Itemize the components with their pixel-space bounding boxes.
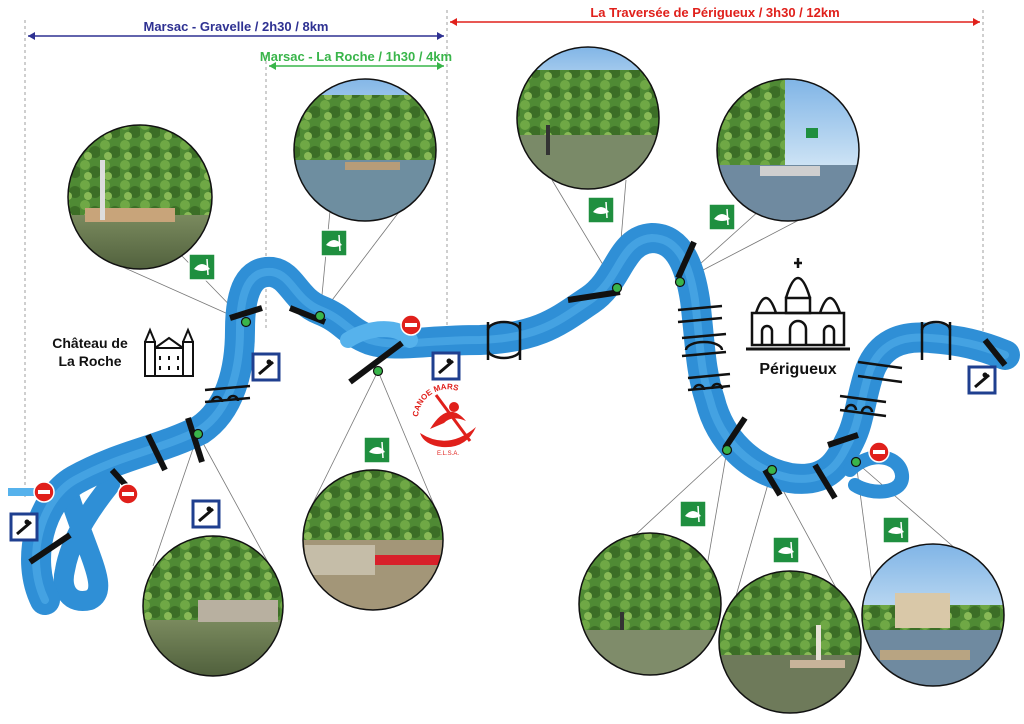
canoe-landing-icon bbox=[587, 196, 615, 224]
weir-icon bbox=[145, 433, 168, 472]
canoe-logo-icon: CANOE MARSAC E.L.S.A. bbox=[411, 382, 476, 457]
portage-sign-icon bbox=[191, 499, 221, 529]
canoe-landing-icon bbox=[708, 203, 736, 231]
weir-icon bbox=[722, 416, 748, 450]
weir-icon bbox=[229, 305, 263, 321]
no-entry-icon bbox=[33, 481, 55, 503]
bridges bbox=[204, 304, 952, 418]
weir-icon bbox=[812, 463, 838, 500]
bridge-icon bbox=[681, 332, 727, 358]
photo-points bbox=[192, 276, 862, 476]
weir-icon bbox=[28, 532, 72, 565]
portage-sign-icon bbox=[9, 512, 39, 542]
weir-icon bbox=[982, 338, 1008, 367]
cathedral-icon bbox=[746, 258, 850, 351]
weir-icon bbox=[348, 340, 404, 385]
chateau-label-line2: La Roche bbox=[58, 353, 121, 369]
photo-riverbank bbox=[579, 533, 721, 675]
photo-post bbox=[719, 571, 861, 713]
photo-weir-chateau bbox=[68, 125, 212, 269]
photo-river-bend bbox=[294, 79, 436, 221]
bridge-icon bbox=[486, 320, 522, 360]
photo-canoes bbox=[303, 470, 443, 610]
landing-signs bbox=[188, 196, 910, 564]
canoe-landing-icon bbox=[882, 516, 910, 544]
river bbox=[8, 223, 1020, 615]
no-entry-icon bbox=[868, 441, 890, 463]
route-ranges: Marsac - Gravelle / 2h30 / 8km Marsac - … bbox=[24, 5, 984, 500]
chateau-label-line1: Château de bbox=[52, 335, 128, 351]
no-entry-icon bbox=[400, 314, 422, 336]
weir-icon bbox=[827, 432, 859, 448]
chateau-icon bbox=[144, 327, 194, 377]
portage-sign-icon bbox=[967, 365, 997, 395]
logo-subtext: E.L.S.A. bbox=[437, 451, 459, 457]
portage-sign-icon bbox=[431, 351, 461, 381]
weir-icon bbox=[762, 468, 783, 497]
portage-sign-icon bbox=[251, 352, 281, 382]
photo-river-channel bbox=[517, 47, 659, 189]
city-label-perigueux: Périgueux bbox=[759, 361, 836, 378]
weir-icon bbox=[185, 417, 205, 463]
route-label-marsac-la-roche: Marsac - La Roche / 1h30 / 4km bbox=[260, 49, 452, 64]
bridge-icon bbox=[920, 320, 952, 360]
bridge-icon bbox=[677, 304, 723, 324]
bridge-icon bbox=[687, 372, 731, 392]
bridge-icon bbox=[857, 360, 903, 384]
route-label-traversee-perigueux: La Traversée de Périgueux / 3h30 / 12km bbox=[590, 5, 839, 20]
weir-icon bbox=[675, 240, 697, 280]
canoe-landing-icon bbox=[363, 436, 391, 464]
portage-signs bbox=[9, 351, 997, 542]
canoe-landing-icon bbox=[320, 229, 348, 257]
weir-icon bbox=[567, 289, 621, 303]
bridge-icon bbox=[204, 384, 251, 404]
no-entry-icon bbox=[117, 483, 139, 505]
route-label-marsac-gravelle: Marsac - Gravelle / 2h30 / 8km bbox=[144, 19, 329, 34]
canoe-landing-icon bbox=[188, 253, 216, 281]
no-entry-signs bbox=[33, 314, 890, 505]
canoe-landing-icon bbox=[679, 500, 707, 528]
canoe-landing-icon bbox=[772, 536, 800, 564]
bridge-icon bbox=[839, 394, 887, 418]
